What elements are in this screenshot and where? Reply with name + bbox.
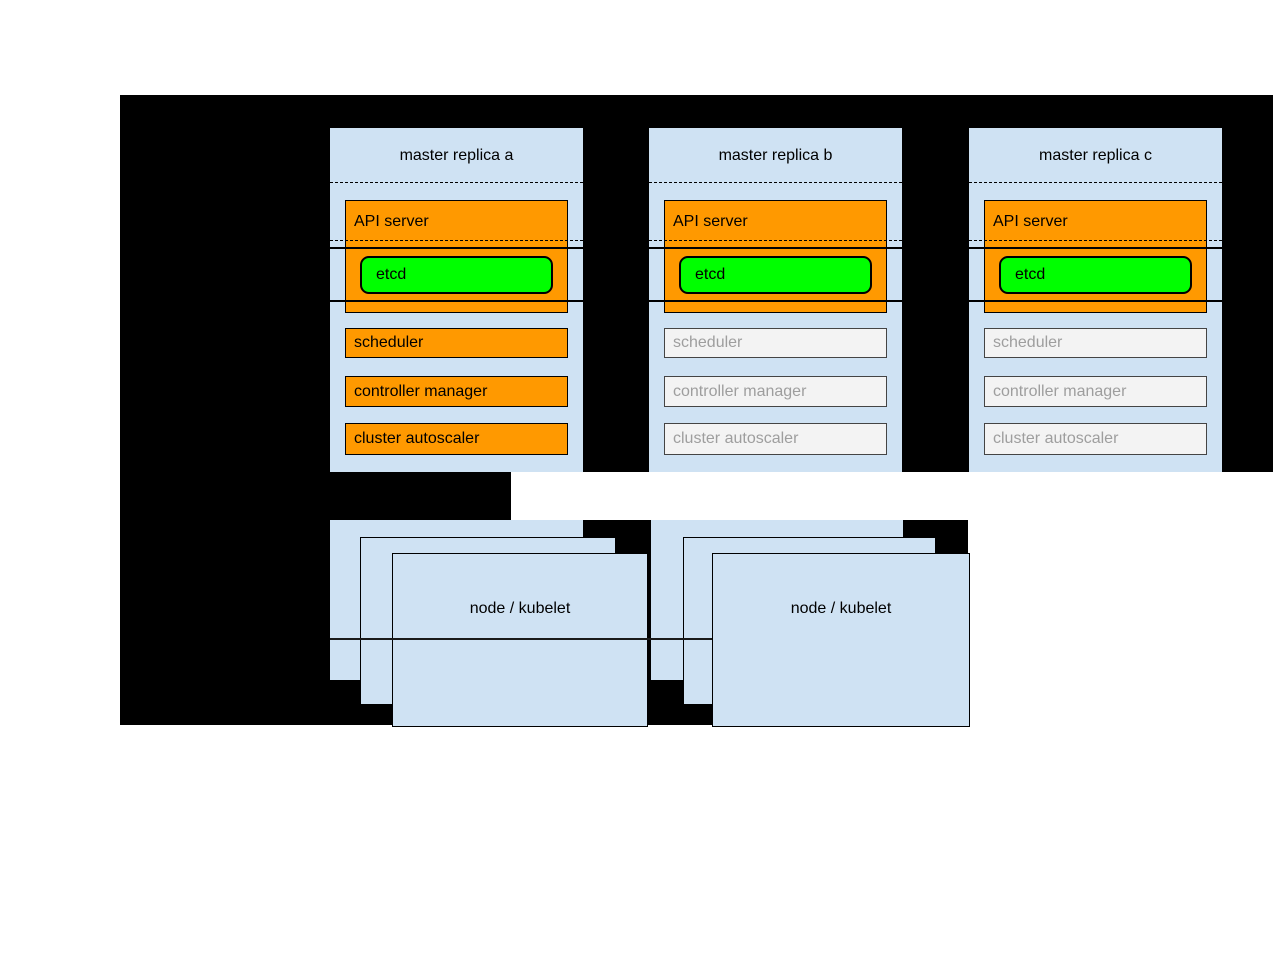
scheduler-box-standby: scheduler — [984, 328, 1207, 358]
etcd-label: etcd — [376, 266, 407, 283]
controller-manager-label: controller manager — [354, 382, 488, 400]
cluster-autoscaler-label: cluster autoscaler — [993, 430, 1119, 447]
replica-title: master replica c — [1039, 146, 1152, 164]
etcd-box: etcd — [999, 256, 1192, 294]
etcd-box: etcd — [679, 256, 872, 294]
node-kubelet-label: node / kubelet — [469, 600, 571, 617]
etcd-label: etcd — [695, 266, 726, 283]
etcd-box: etcd — [360, 256, 553, 294]
dashed-separator-mid — [649, 240, 902, 241]
api-server-label: API server — [354, 213, 429, 230]
solid-separator-lower — [649, 300, 902, 302]
solid-separator-upper — [649, 247, 902, 249]
node-stack-2-front: node / kubelet — [712, 553, 970, 727]
node-connector-line — [330, 638, 714, 640]
cluster-autoscaler-box: cluster autoscaler — [345, 423, 568, 455]
dashed-separator-mid — [330, 240, 583, 241]
solid-separator-lower — [969, 300, 1222, 302]
dashed-separator-top — [649, 182, 902, 183]
api-server-label: API server — [673, 213, 748, 230]
replica-title: master replica a — [399, 146, 514, 164]
cluster-autoscaler-box-standby: cluster autoscaler — [984, 423, 1207, 455]
master-replica-b-panel: master replica b API server etcd schedul… — [649, 128, 902, 472]
solid-separator-upper — [330, 247, 583, 249]
node-stack-1-front: node / kubelet — [392, 553, 648, 727]
solid-separator-lower — [330, 300, 583, 302]
node-kubelet-label: node / kubelet — [790, 600, 892, 617]
master-replica-a-panel: master replica a API server etcd schedul… — [330, 128, 583, 472]
controller-manager-box-standby: controller manager — [984, 376, 1207, 407]
canvas-background-middle — [120, 472, 511, 520]
scheduler-box: scheduler — [345, 328, 568, 358]
scheduler-label: scheduler — [993, 334, 1063, 351]
dashed-separator-top — [969, 182, 1222, 183]
scheduler-box-standby: scheduler — [664, 328, 887, 358]
cluster-autoscaler-label: cluster autoscaler — [354, 430, 480, 447]
dashed-separator-top — [330, 182, 583, 183]
controller-manager-label: controller manager — [993, 382, 1127, 400]
scheduler-label: scheduler — [673, 334, 743, 351]
controller-manager-box-standby: controller manager — [664, 376, 887, 407]
master-replica-c-panel: master replica c API server etcd schedul… — [969, 128, 1222, 472]
api-server-label: API server — [993, 213, 1068, 230]
cluster-autoscaler-box-standby: cluster autoscaler — [664, 423, 887, 455]
controller-manager-label: controller manager — [673, 382, 807, 400]
etcd-label: etcd — [1015, 266, 1046, 283]
replica-title: master replica b — [718, 146, 833, 164]
scheduler-label: scheduler — [354, 334, 424, 351]
solid-separator-upper — [969, 247, 1222, 249]
cluster-autoscaler-label: cluster autoscaler — [673, 430, 799, 447]
dashed-separator-mid — [969, 240, 1222, 241]
controller-manager-box: controller manager — [345, 376, 568, 407]
